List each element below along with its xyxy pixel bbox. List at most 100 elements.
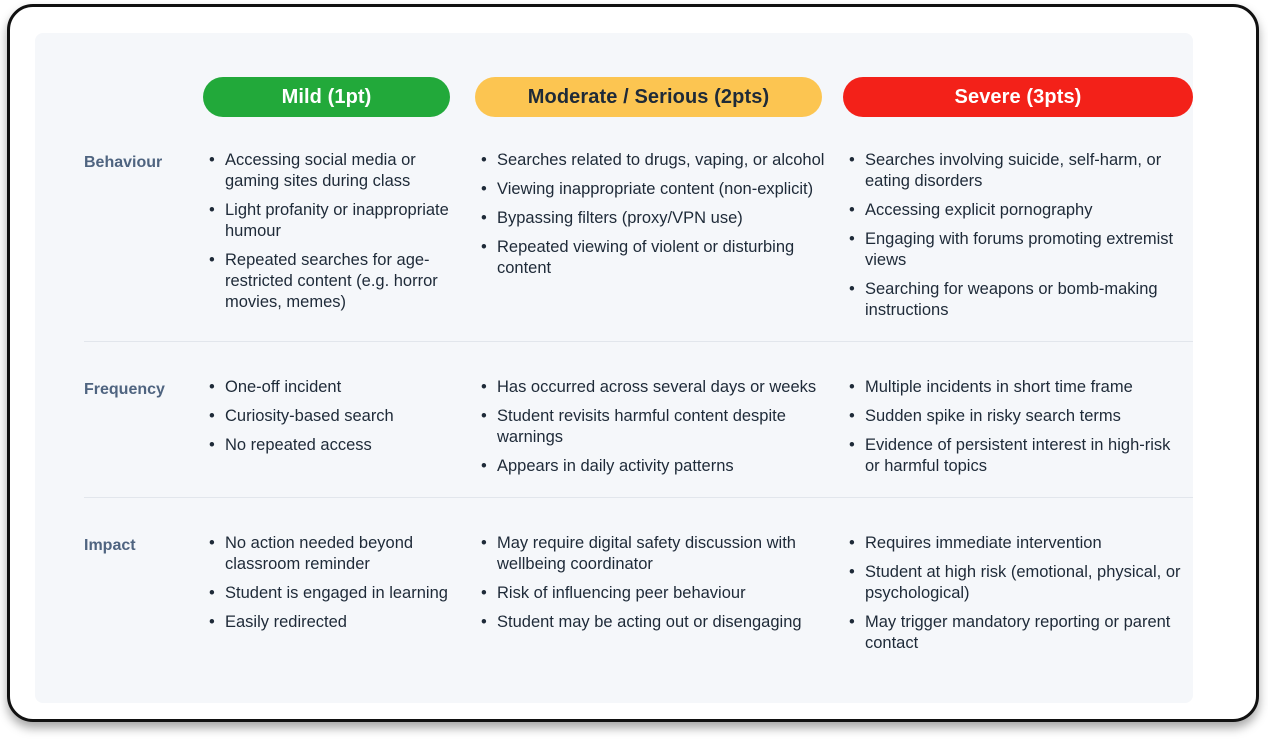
cell-impact-severe: • Requires immediate intervention • Student… — [843, 520, 1193, 654]
bullet-text: Requires immediate intervention — [865, 534, 1102, 552]
severity-pill-severe-label: Severe (3pts) — [954, 85, 1082, 108]
matrix-section-behaviour: Behaviour •Accessing social media or gam… — [35, 137, 1193, 341]
bullet-item: • Student at high risk (emotional, physic… — [843, 562, 1181, 604]
bullet-item: • Searches related to drugs, vaping, or a… — [475, 150, 831, 171]
bullet-text: Easily redirected — [225, 613, 347, 631]
bullet-item: • Requires immediate intervention — [843, 533, 1181, 554]
bullet-dot-icon: • — [481, 151, 487, 169]
bullet-text: Light profanity or inappropriate humour — [225, 201, 449, 240]
bullet-item: • Bypassing filters (proxy/VPN use) — [475, 208, 831, 229]
cell-impact-mild: •No action needed beyond classroom remin… — [203, 520, 475, 633]
bullet-item: •Searches involving suicide, self-harm, … — [843, 150, 1181, 192]
risk-matrix-grid: Behaviour •Accessing social media or gam… — [35, 137, 1193, 654]
bullet-item: • Viewing inappropriate content (non-expl… — [475, 179, 831, 200]
matrix-section-impact: Impact •No action needed beyond classroo… — [35, 498, 1193, 654]
bullet-list: • Searches related to drugs, vaping, or a… — [475, 150, 831, 279]
bullet-dot-icon: • — [481, 180, 487, 198]
cell-behaviour-mild: •Accessing social media or gaming sites … — [203, 137, 475, 313]
bullet-item: • May require digital safety discussion w… — [475, 533, 831, 575]
bullet-dot-icon: • — [481, 457, 487, 475]
bullet-text: Searches related to drugs, vaping, or al… — [497, 151, 825, 169]
bullet-dot-icon: • — [481, 534, 487, 552]
cell-behaviour-moderate: • Searches related to drugs, vaping, or a… — [475, 137, 843, 279]
bullet-dot-icon: • — [209, 407, 215, 425]
bullet-dot-icon: • — [849, 613, 855, 631]
bullet-text: Student is engaged in learning — [225, 584, 448, 602]
bullet-text: Accessing explicit pornography — [865, 201, 1093, 219]
bullet-dot-icon: • — [209, 378, 215, 396]
severity-pill-moderate-label: Moderate / Serious (2pts) — [527, 85, 770, 108]
row-label-frequency: Frequency — [84, 381, 165, 398]
bullet-list: • Requires immediate intervention • Student… — [843, 533, 1181, 654]
bullet-item: •Sudden spike in risky search terms — [843, 406, 1181, 427]
bullet-text: Student at high risk (emotional, physica… — [865, 563, 1181, 602]
bullet-text: May require digital safety discussion wi… — [497, 534, 796, 573]
bullet-text: Searches involving suicide, self-harm, o… — [865, 151, 1162, 190]
bullet-dot-icon: • — [849, 280, 855, 298]
bullet-item: • Engaging with forums promoting extremis… — [843, 229, 1181, 271]
bullet-dot-icon: • — [849, 436, 855, 454]
bullet-dot-icon: • — [481, 613, 487, 631]
bullet-text: No repeated access — [225, 436, 372, 454]
bullet-item: •Risk of influencing peer behaviour — [475, 583, 831, 604]
bullet-dot-icon: • — [209, 613, 215, 631]
bullet-text: Curiosity-based search — [225, 407, 394, 425]
bullet-text: Evidence of persistent interest in high-… — [865, 436, 1171, 475]
matrix-section-frequency: Frequency • One-off incident • Curiosity-ba… — [35, 342, 1193, 497]
bullet-text: Engaging with forums promoting extremist… — [865, 230, 1174, 269]
bullet-text: Multiple incidents in short time frame — [865, 378, 1133, 396]
bullet-list: •Accessing social media or gaming sites … — [203, 150, 463, 313]
bullet-dot-icon: • — [481, 584, 487, 602]
cell-frequency-mild: • One-off incident • Curiosity-based search… — [203, 364, 475, 456]
bullet-dot-icon: • — [849, 378, 855, 396]
bullet-item: • Student may be acting out or disengagin… — [475, 612, 831, 633]
bullet-item: • Light profanity or inappropriate humour — [203, 200, 463, 242]
risk-matrix-panel: Mild (1pt) Moderate / Serious (2pts) Sev… — [35, 33, 1193, 703]
bullet-text: Viewing inappropriate content (non-expli… — [497, 180, 814, 198]
bullet-text: Bypassing filters (proxy/VPN use) — [497, 209, 743, 227]
bullet-item: • Searching for weapons or bomb-making in… — [843, 279, 1181, 321]
section-divider — [84, 341, 1193, 342]
cell-frequency-severe: • Multiple incidents in short time frame •… — [843, 364, 1193, 477]
bullet-dot-icon: • — [481, 407, 487, 425]
bullet-dot-icon: • — [209, 436, 215, 454]
bullet-text: Searching for weapons or bomb-making ins… — [865, 280, 1158, 319]
bullet-text: Has occurred across several days or week… — [497, 378, 817, 396]
bullet-item: • Repeated searches for age-restricted co… — [203, 250, 463, 313]
bullet-item: • Accessing explicit pornography — [843, 200, 1181, 221]
bullet-dot-icon: • — [481, 378, 487, 396]
bullet-dot-icon: • — [209, 534, 215, 552]
bullet-list: •No action needed beyond classroom remin… — [203, 533, 463, 633]
bullet-dot-icon: • — [481, 238, 487, 256]
bullet-dot-icon: • — [209, 251, 215, 269]
bullet-dot-icon: • — [849, 534, 855, 552]
bullet-dot-icon: • — [849, 230, 855, 248]
row-label-behaviour: Behaviour — [84, 154, 163, 171]
bullet-item: •Accessing social media or gaming sites … — [203, 150, 463, 192]
bullet-dot-icon: • — [849, 201, 855, 219]
cell-behaviour-severe: • Searches involving suicide, self-harm, … — [843, 137, 1193, 321]
bullet-text: One-off incident — [225, 378, 342, 396]
cell-frequency-moderate: • Has occurred across several days or wee… — [475, 364, 843, 477]
severity-header-row: Mild (1pt) Moderate / Serious (2pts) Sev… — [35, 77, 1193, 117]
bullet-item: •Repeated viewing of violent or disturbi… — [475, 237, 831, 279]
bullet-dot-icon: • — [481, 209, 487, 227]
framed-card: Mild (1pt) Moderate / Serious (2pts) Sev… — [7, 4, 1259, 722]
bullet-item: • No repeated access — [203, 435, 463, 456]
bullet-item: •Appears in daily activity patterns — [475, 456, 831, 477]
bullet-dot-icon: • — [209, 151, 215, 169]
bullet-text: May trigger mandatory reporting or paren… — [865, 613, 1171, 652]
bullet-list: • One-off incident • Curiosity-based search… — [203, 377, 463, 456]
bullet-dot-icon: • — [209, 584, 215, 602]
severity-pill-moderate: Moderate / Serious (2pts) — [475, 77, 822, 117]
bullet-dot-icon: • — [209, 201, 215, 219]
bullet-list: • Multiple incidents in short time frame •… — [843, 377, 1181, 477]
bullet-text: Student may be acting out or disengaging — [497, 613, 802, 631]
bullet-list: • Searches involving suicide, self-harm, … — [843, 150, 1181, 321]
section-divider — [84, 497, 1193, 498]
bullet-item: • May trigger mandatory reporting or pare… — [843, 612, 1181, 654]
bullet-text: Repeated searches for age-restricted con… — [225, 251, 438, 311]
bullet-dot-icon: • — [849, 563, 855, 581]
severity-pill-severe: Severe (3pts) — [843, 77, 1193, 117]
severity-pill-mild: Mild (1pt) — [203, 77, 450, 117]
